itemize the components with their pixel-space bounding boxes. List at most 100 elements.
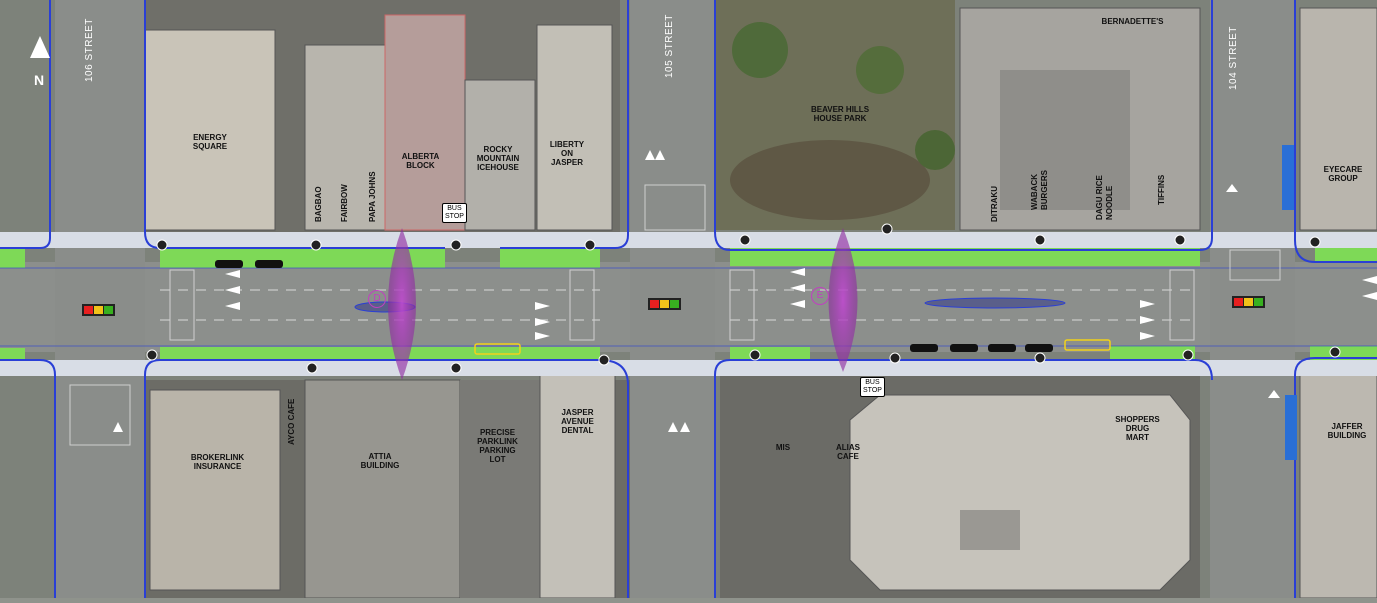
boulevard <box>160 347 600 361</box>
label-line: DENTAL <box>561 426 594 435</box>
label-line: MIS <box>775 443 791 452</box>
label-line: ALBERTA <box>401 152 440 161</box>
traffic-signal-icon <box>648 298 681 310</box>
light-icon <box>450 239 462 251</box>
retail-roof-1 <box>304 44 386 231</box>
label-line: SQUARE <box>192 142 228 151</box>
106-street-road <box>55 0 145 598</box>
arrow-icon <box>225 302 240 310</box>
north-sidewalk <box>0 232 1377 248</box>
arrow-icon <box>225 270 240 278</box>
label-ditraku: DITRAKU <box>990 186 999 222</box>
attia-roof <box>304 379 461 599</box>
building-label-energy-square: ENERGY SQUARE <box>180 133 240 151</box>
liberty-roof <box>536 24 613 231</box>
shoppers-roof <box>849 394 1191 591</box>
north-arrow-icon <box>30 36 50 58</box>
arrow-icon <box>225 286 240 294</box>
north-label: N <box>34 72 45 88</box>
light-icon <box>146 349 158 361</box>
car-icon <box>215 260 243 268</box>
bike-rack <box>1282 145 1294 210</box>
label-line: MOUNTAIN <box>476 154 520 163</box>
light-icon <box>1034 234 1046 246</box>
light-icon <box>1174 234 1186 246</box>
building-label-alberta-block: ALBERTA BLOCK <box>393 152 448 170</box>
building-label-liberty-on-jasper: LIBERTY ON JASPER <box>542 140 592 167</box>
building-label-beaver-hills-house-park: BEAVER HILLS HOUSE PARK <box>800 105 880 123</box>
label-line: BEAVER HILLS <box>810 105 870 114</box>
loading-zones <box>474 339 1111 355</box>
park-tree <box>732 22 788 78</box>
light-icon <box>598 354 610 366</box>
bike-rack <box>1285 395 1297 460</box>
label-line: ICEHOUSE <box>477 163 519 172</box>
car-icon <box>255 260 283 268</box>
light-icon <box>584 239 596 251</box>
zone-d-marker: D <box>368 290 386 308</box>
bus-stop-line1: BUS <box>865 379 880 386</box>
arrow-icon <box>790 268 805 276</box>
label-line: EYECARE <box>1323 165 1363 174</box>
parked-cars <box>215 260 1053 352</box>
light-icon <box>889 352 901 364</box>
bus-stop-line2: STOP <box>445 213 464 220</box>
label-line: BERNADETTE'S <box>1101 17 1164 26</box>
light-icon <box>310 239 322 251</box>
eyecare-roof <box>1299 7 1377 231</box>
label-line: PRECISE <box>479 428 516 437</box>
label-line: HOUSE PARK <box>813 114 867 123</box>
label-line: BUILDING <box>360 461 400 470</box>
jaffer-roof <box>1299 369 1377 599</box>
park-dirt-area <box>730 140 930 220</box>
brokerlink-roof <box>149 389 281 591</box>
light-icon <box>739 234 751 246</box>
traffic-signal-icon <box>1232 296 1265 308</box>
boulevard <box>1110 346 1195 360</box>
boulevard <box>0 248 25 268</box>
traffic-signal-icon <box>82 304 115 316</box>
label-tiffins: TIFFINS <box>1157 174 1166 205</box>
light-icon <box>1182 349 1194 361</box>
105-street-label: 105 STREET <box>664 14 675 78</box>
label-line: JASPER <box>561 408 594 417</box>
boulevard <box>1315 248 1377 262</box>
arrow-icon <box>1140 332 1155 340</box>
label-noodle: NOODLE <box>1105 185 1114 220</box>
roof-detail <box>1000 70 1130 210</box>
arrow-icon <box>668 422 678 432</box>
arrow-icon <box>790 300 805 308</box>
label-line: LOT <box>489 455 506 464</box>
zone-d-lens <box>388 228 416 380</box>
label-line: GROUP <box>1328 174 1358 183</box>
building-label-alias-cafe: ALIAS CAFE <box>828 443 868 461</box>
label-line: AVENUE <box>561 417 594 426</box>
light-icon <box>450 362 462 374</box>
arrow-icon <box>1362 276 1377 284</box>
boulevard <box>500 248 600 268</box>
arrow-icon <box>645 150 655 160</box>
alberta-block-roof <box>384 14 466 231</box>
label-papa-johns: PAPA JOHNS <box>368 171 377 222</box>
building-label-bernadettes: BERNADETTE'S <box>1090 17 1175 26</box>
label-line: CAFE <box>837 452 859 461</box>
label-line: JAFFER <box>1331 422 1363 431</box>
light-icon <box>1329 346 1341 358</box>
car-icon <box>910 344 938 352</box>
bus-stop-line1: BUS <box>447 205 462 212</box>
bus-stop-sign: BUS STOP <box>442 203 467 223</box>
park-tree <box>915 130 955 170</box>
arrow-icon <box>1140 300 1155 308</box>
arrow-icon <box>1226 184 1238 192</box>
label-line: INSURANCE <box>193 462 242 471</box>
label-line: MART <box>1125 433 1150 442</box>
label-line: ENERGY <box>193 133 227 142</box>
arrow-icon <box>655 150 665 160</box>
icehouse-roof <box>464 79 536 231</box>
label-fairbow: FAIRBOW <box>340 184 349 222</box>
boulevard <box>1310 346 1377 360</box>
arrow-icon <box>790 284 805 292</box>
building-label-jasper-avenue-dental: JASPER AVENUE DENTAL <box>550 408 605 435</box>
label-bagbao: BAGBAO <box>314 186 323 222</box>
arrow-icon <box>680 422 690 432</box>
